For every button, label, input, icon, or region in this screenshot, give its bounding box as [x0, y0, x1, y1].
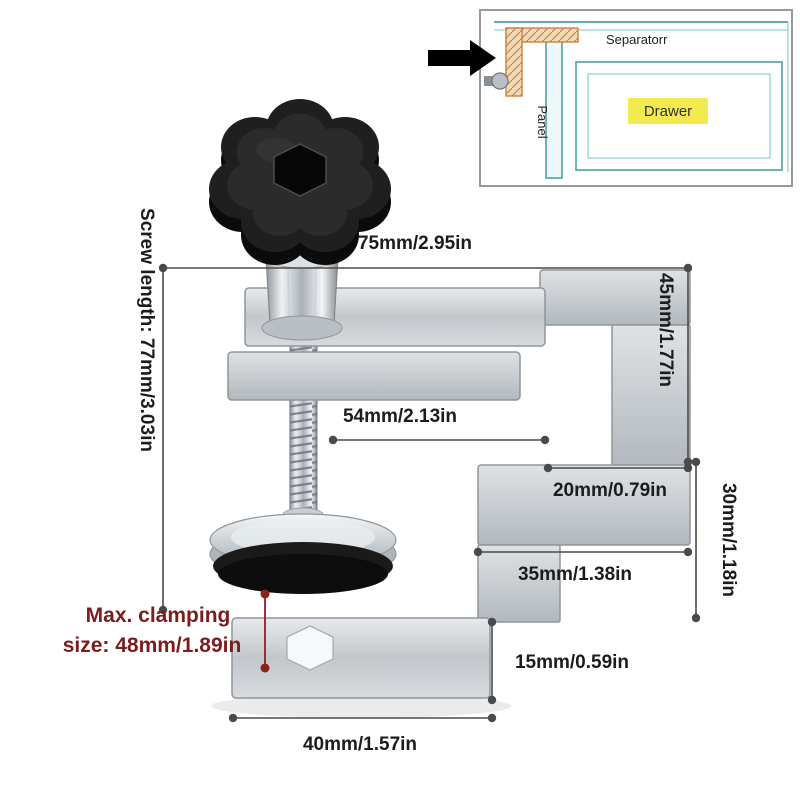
knob-hex-socket: [273, 143, 327, 197]
clamp-illustration: [209, 99, 691, 718]
separator-label: Separatorr: [606, 32, 668, 47]
dim-screw-exposed: 54mm/2.13in: [343, 406, 457, 427]
dim-bottom-width: 40mm/1.57in: [303, 734, 417, 755]
star-knob: [209, 99, 391, 265]
screw-rod: [289, 299, 318, 526]
bottom-plate-hex-hole: [286, 625, 334, 671]
drawer-label: Drawer: [644, 103, 692, 120]
dim-upper-right-height: 45mm/1.77in: [655, 273, 676, 387]
bracket-lower-web: [477, 544, 561, 623]
second-plate: [227, 351, 521, 401]
dim-max-clamping-line2: size: 48mm/1.89in: [63, 634, 242, 657]
floor-shadow: [211, 694, 511, 718]
dim-step-depth: 20mm/0.79in: [553, 480, 667, 501]
bottom-plate: [231, 617, 491, 699]
stepped-bracket: [231, 269, 691, 699]
panel-label: Panel: [535, 105, 550, 138]
pointer-arrow-icon: [428, 40, 496, 76]
dim-screw-length: Screw length: 77mm/3.03in: [136, 208, 157, 452]
dim-top-width: 75mm/2.95in: [358, 233, 472, 254]
cabinet-panel: [545, 29, 563, 179]
bracket-upper-web: [611, 324, 691, 468]
installation-inset: Drawer Separatorr Panel: [428, 9, 793, 187]
bracket-middle-tab: [477, 464, 691, 546]
dim-middle-tab-width: 35mm/1.38in: [518, 564, 632, 585]
dimension-annotations: 75mm/2.95in Screw length: 77mm/3.03in 45…: [63, 208, 739, 755]
dim-lower-right-height: 30mm/1.18in: [718, 483, 739, 597]
dim-bottom-step-height: 15mm/0.59in: [515, 652, 629, 673]
drawer-box: [575, 61, 783, 171]
pressure-foot: [209, 507, 397, 594]
clamp-schematic: [484, 27, 579, 97]
dim-max-clamping-line1: Max. clamping: [86, 604, 231, 627]
drawer-highlight: [628, 98, 708, 124]
